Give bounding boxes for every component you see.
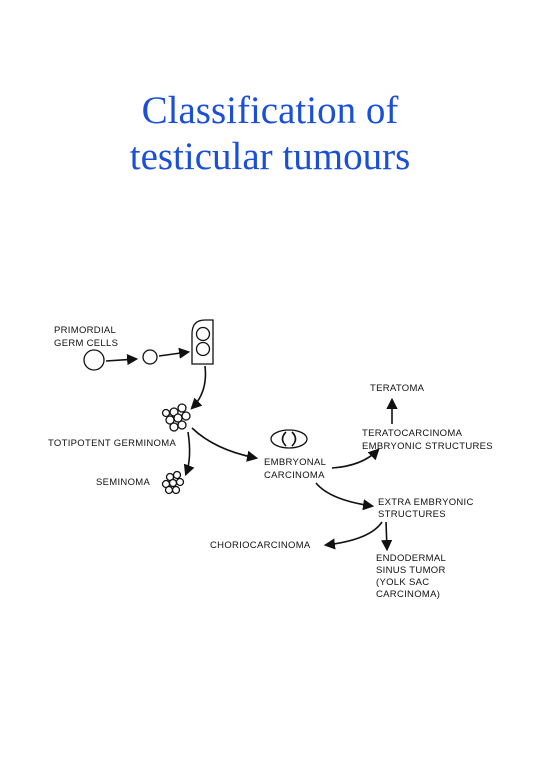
- arrow-embryonal-to-teratocarcinoma: [331, 448, 380, 469]
- arrow-tubule-to-germinoma: [190, 365, 207, 410]
- label-teratoma: TERATOMA: [370, 383, 425, 394]
- label-embryonal-line2: CARCINOMA: [264, 470, 325, 481]
- label-endodermal-line4: CARCINOMA): [376, 589, 440, 600]
- label-endodermal-line2: SINUS TUMOR: [376, 565, 446, 576]
- seminoma-cell-cluster: [161, 470, 185, 495]
- primordial-cell-small: [142, 349, 158, 365]
- label-endodermal-line1: ENDODERMAL: [376, 553, 446, 564]
- arrow-extra-embryonic-to-choriocarcinoma: [323, 521, 383, 550]
- title-line-2: testicular tumours: [129, 135, 411, 178]
- tubule-cell-lower: [195, 341, 211, 357]
- arrow-extra-embryonic-to-endodermal: [381, 521, 393, 552]
- arrow-small-cell-to-tubule: [158, 347, 191, 359]
- germinoma-cell-cluster: [161, 403, 191, 432]
- tubule-cell-upper: [195, 326, 211, 342]
- label-embryonal-line1: EMBRYONAL: [264, 457, 326, 468]
- label-primordial-line1: PRIMORDIAL: [54, 325, 116, 336]
- label-endodermal-line3: (YOLK SAC: [376, 577, 429, 588]
- label-extra-embryonic-line1: EXTRA EMBRYONIC: [378, 497, 474, 508]
- primordial-cell-large: [83, 349, 105, 371]
- label-seminoma: SEMINOMA: [96, 477, 150, 488]
- arrow-germinoma-to-embryonal: [191, 427, 259, 462]
- label-teratocarcinoma-line1: TERATOCARCINOMA: [362, 428, 463, 439]
- label-totipotent: TOTIPOTENT GERMINOMA: [48, 438, 176, 449]
- arrow-primordial-to-small-cell: [105, 354, 139, 366]
- label-primordial-line2: GERM CELLS: [54, 338, 118, 349]
- arrow-germinoma-to-seminoma: [183, 431, 195, 477]
- title-line-1: Classification of: [141, 89, 399, 132]
- embryonal-carcinoma-icon: [270, 429, 308, 449]
- arrow-embryonal-to-extra-embryonic: [315, 482, 375, 511]
- label-teratocarcinoma-line2: EMBRYONIC STRUCTURES: [362, 441, 493, 452]
- slide-title: Classification of testicular tumours: [0, 88, 540, 180]
- label-extra-embryonic-line2: STRUCTURES: [378, 509, 446, 520]
- label-choriocarcinoma: CHORIOCARCINOMA: [210, 540, 311, 551]
